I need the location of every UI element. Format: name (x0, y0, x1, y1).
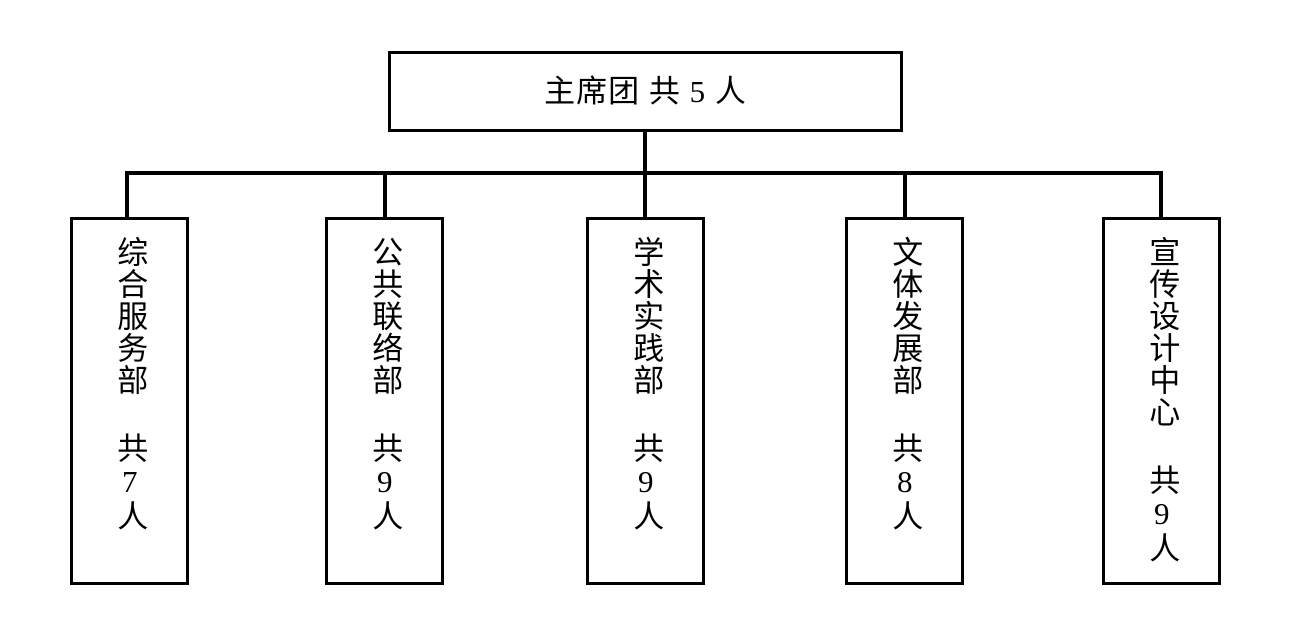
org-node-child-5-label: 宣传设计中心 共9人 (1144, 236, 1180, 564)
org-node-child-4-label: 文体发展部 共8人 (887, 236, 923, 532)
connector-root-stem (643, 131, 647, 175)
connector-drop-2 (383, 171, 387, 219)
connector-drop-4 (903, 171, 907, 219)
org-node-child-5[interactable]: 宣传设计中心 共9人 (1102, 217, 1221, 585)
connector-drop-3 (643, 171, 647, 219)
org-node-root-label: 主席团 共 5 人 (544, 74, 747, 109)
connector-drop-1 (125, 171, 129, 219)
org-node-child-3-label: 学术实践部 共9人 (628, 236, 664, 532)
org-node-child-4[interactable]: 文体发展部 共8人 (845, 217, 964, 585)
org-node-child-2-label: 公共联络部 共9人 (367, 236, 403, 532)
org-node-child-1[interactable]: 综合服务部 共7人 (70, 217, 189, 585)
org-node-child-2[interactable]: 公共联络部 共9人 (325, 217, 444, 585)
org-node-child-3[interactable]: 学术实践部 共9人 (586, 217, 705, 585)
org-node-root[interactable]: 主席团 共 5 人 (388, 51, 903, 132)
connector-drop-5 (1159, 171, 1163, 219)
org-node-child-1-label: 综合服务部 共7人 (112, 236, 148, 532)
